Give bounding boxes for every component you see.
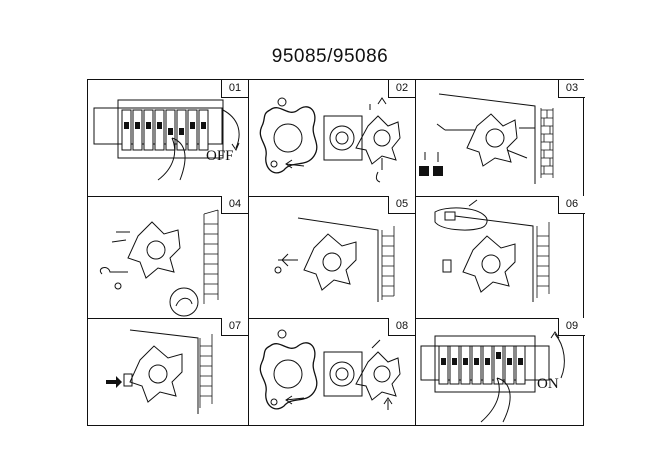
instruction-grid: 01 OFF 02 xyxy=(87,79,585,427)
mechanism-insert-illustration xyxy=(274,217,395,302)
step-panel-08: 08 xyxy=(248,318,415,427)
step-number: 01 xyxy=(221,80,248,98)
wire-connection-illustration xyxy=(434,199,550,302)
step-number: 08 xyxy=(388,318,415,336)
step-panel-05: 05 xyxy=(248,196,415,318)
wall-mount-illustration xyxy=(419,93,554,184)
step-panel-02: 02 xyxy=(248,80,415,196)
step-number: 05 xyxy=(388,196,415,214)
breaker-off-illustration xyxy=(93,99,240,181)
step-panel-03: 03 xyxy=(415,80,585,196)
grid-divider xyxy=(88,196,583,197)
step-panel-06: 06 xyxy=(415,196,585,318)
step-panel-09: 09 ON xyxy=(415,318,585,427)
step-number: 09 xyxy=(558,318,585,336)
breaker-on-illustration xyxy=(420,331,565,423)
step-number: 06 xyxy=(558,196,585,214)
refit-cover-illustration xyxy=(259,329,401,410)
slide-in-illustration xyxy=(106,329,213,414)
step-panel-01: 01 OFF xyxy=(88,80,248,196)
step-panel-04: 04 xyxy=(88,196,248,318)
step-number: 02 xyxy=(388,80,415,98)
grid-divider xyxy=(415,80,416,425)
remove-cover-illustration xyxy=(259,97,401,183)
on-label: ON xyxy=(537,376,559,392)
step-number: 03 xyxy=(558,80,585,98)
step-number: 04 xyxy=(221,196,248,214)
off-label: OFF xyxy=(206,148,234,164)
grid-divider xyxy=(88,318,583,319)
step-number: 07 xyxy=(221,318,248,336)
grid-divider xyxy=(248,80,249,425)
page-title: 95085/95086 xyxy=(271,46,389,67)
step-panel-07: 07 xyxy=(88,318,248,427)
screw-mount-illustration xyxy=(99,209,219,317)
